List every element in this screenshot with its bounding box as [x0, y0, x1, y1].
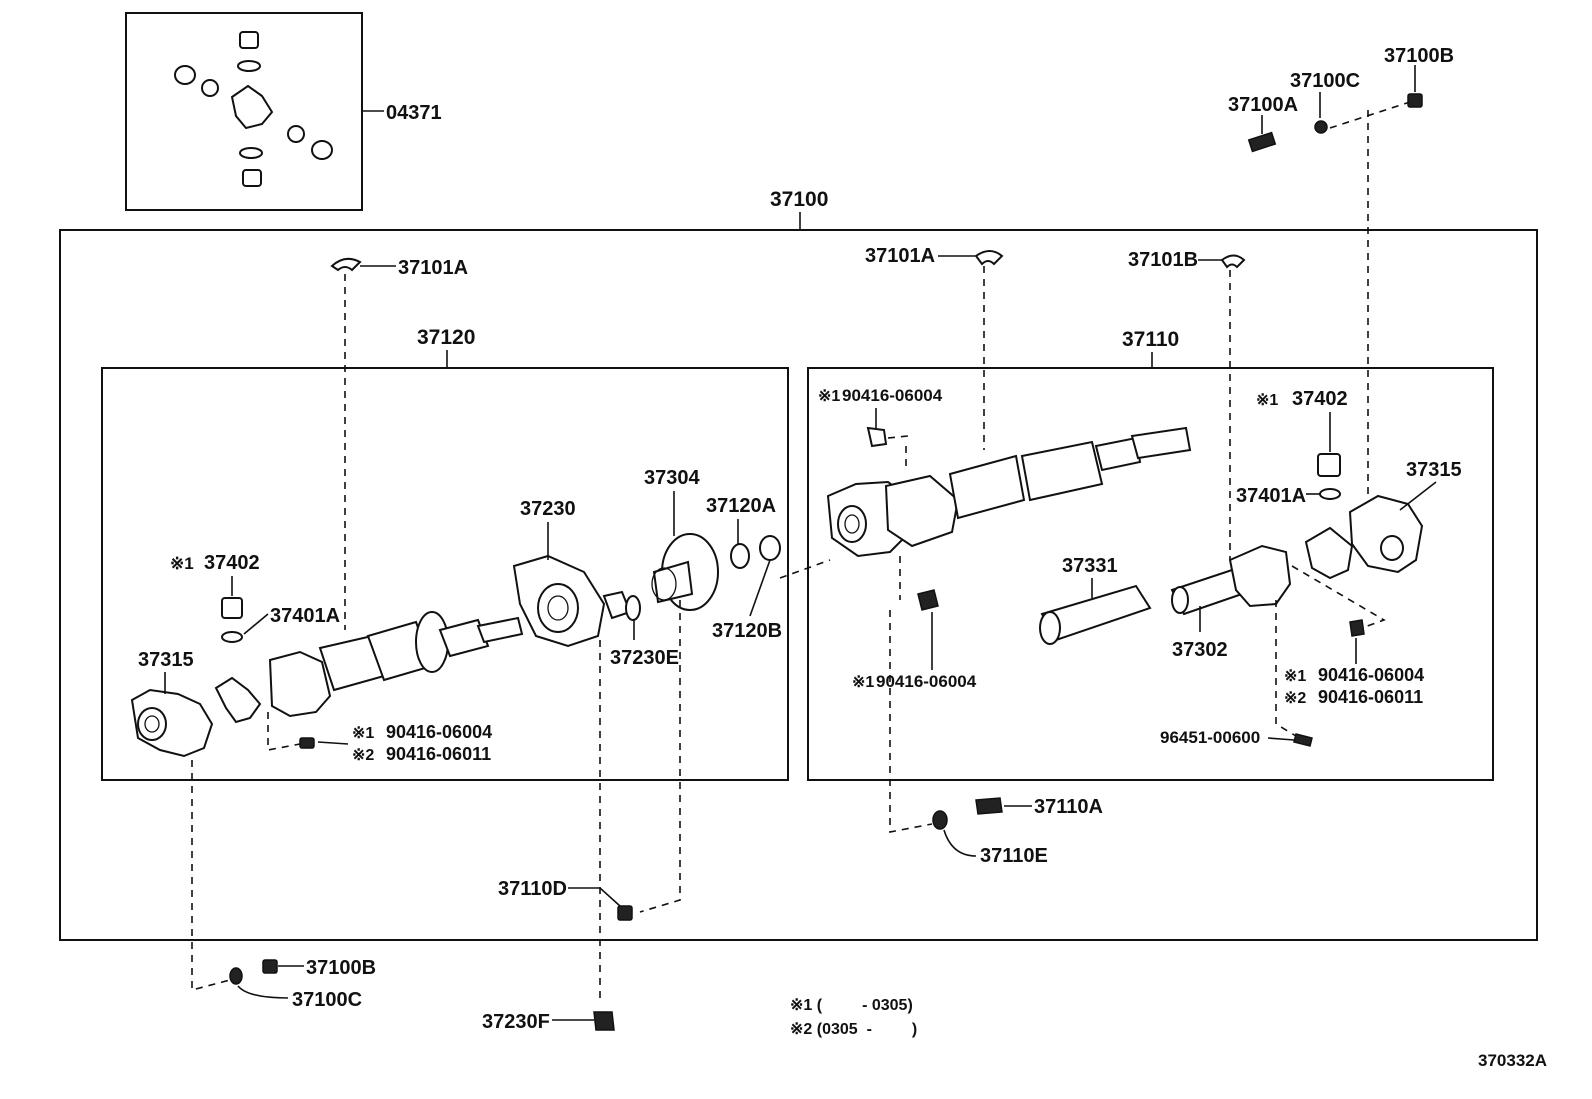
- label-37100B-bot: 37100B: [306, 957, 376, 979]
- label-37100: 37100: [770, 188, 828, 211]
- label-37402-right: 37402: [1292, 388, 1348, 410]
- label-37230: 37230: [520, 498, 576, 520]
- mark-1-left: ※1: [352, 725, 374, 742]
- label-90416-06004-rt2: 90416-06004: [876, 672, 977, 691]
- label-37100A: 37100A: [1228, 94, 1298, 116]
- label-37230F: 37230F: [482, 1011, 550, 1033]
- mark-1-rt1: ※1: [818, 388, 840, 405]
- left-assembly-parts: [130, 533, 781, 758]
- label-37110E: 37110E: [980, 845, 1048, 867]
- label-37120A: 37120A: [706, 495, 776, 517]
- label-37120B: 37120B: [712, 620, 782, 642]
- clip-37101A-left: [330, 257, 362, 272]
- box-37110: [807, 367, 1494, 781]
- label-37110A: 37110A: [1034, 796, 1103, 818]
- label-90416-06004-rt3: 90416-06004: [1318, 665, 1424, 685]
- figure-number: 370332A: [1478, 1051, 1547, 1070]
- bolt-37230F: [593, 1011, 615, 1031]
- label-37100B-top: 37100B: [1384, 45, 1454, 67]
- label-37331: 37331: [1062, 555, 1118, 577]
- label-90416-06004-left: 90416-06004: [386, 722, 492, 742]
- label-37315-left: 37315: [138, 649, 194, 671]
- label-37402-left: 37402: [204, 552, 260, 574]
- mark-1-rt3: ※1: [1284, 668, 1306, 685]
- nut-37100B-top: [1407, 93, 1423, 108]
- mark-1-37402-right: ※1: [1256, 392, 1278, 409]
- label-37304: 37304: [644, 467, 700, 489]
- mark-1-rt2: ※1: [852, 674, 874, 691]
- label-37100C-top: 37100C: [1290, 70, 1360, 92]
- label-37230E: 37230E: [610, 647, 679, 669]
- label-37101A-left: 37101A: [398, 257, 468, 279]
- bolt-37100A: [1247, 131, 1277, 153]
- washer-37100C-top: [1314, 120, 1328, 134]
- legend-row-2: ※2 (0305 - ): [790, 1021, 917, 1038]
- nut-37110D: [617, 905, 633, 921]
- label-90416-06004-rt1: 90416-06004: [842, 386, 943, 405]
- label-37315-right: 37315: [1406, 459, 1462, 481]
- right-assembly-parts: [826, 426, 1424, 830]
- label-37101B: 37101B: [1128, 249, 1198, 271]
- label-96451-00600: 96451-00600: [1160, 728, 1260, 747]
- clip-37101A-right: [974, 250, 1004, 266]
- washer-37100C-bot: [229, 967, 243, 985]
- label-37401A-right: 37401A: [1236, 485, 1306, 507]
- clip-37101B: [1220, 254, 1246, 269]
- mark-1-37402-left: ※1: [170, 554, 194, 573]
- label-37101A-right: 37101A: [865, 245, 935, 267]
- label-37110D: 37110D: [498, 878, 567, 900]
- label-37401A-left: 37401A: [270, 605, 340, 627]
- nut-37100B-bot: [262, 959, 278, 974]
- label-37302: 37302: [1172, 639, 1228, 661]
- label-90416-06011-left: 90416-06011: [386, 744, 491, 764]
- box-37100: [59, 229, 1538, 941]
- label-04371: 04371: [386, 102, 442, 124]
- kit-04371-parts: [174, 31, 333, 187]
- box-37120: [101, 367, 789, 781]
- mark-2-left: ※2: [352, 747, 374, 764]
- label-37110: 37110: [1122, 328, 1179, 351]
- label-37100C-bot: 37100C: [292, 989, 362, 1011]
- label-37120: 37120: [417, 326, 475, 349]
- mark-2-rt: ※2: [1284, 690, 1306, 707]
- legend-row-1: ※1 ( - 0305): [790, 997, 913, 1014]
- label-90416-06011-rt: 90416-06011: [1318, 687, 1423, 707]
